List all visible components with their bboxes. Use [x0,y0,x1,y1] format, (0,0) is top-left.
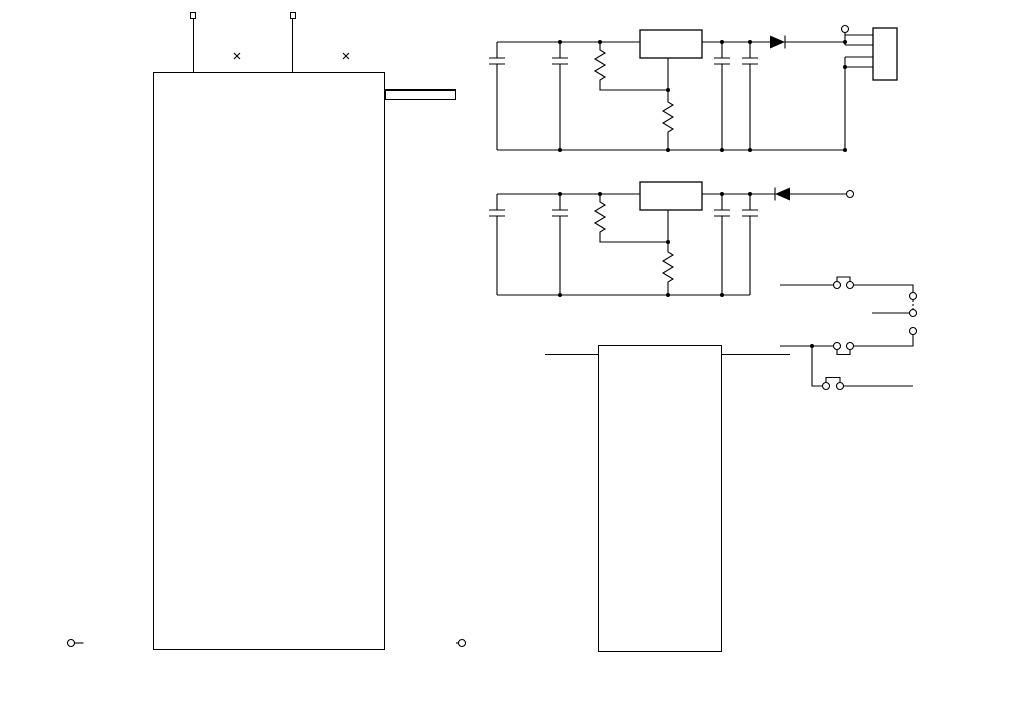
c1-capacitor [489,42,505,150]
r4-resistor [661,242,675,295]
u4-left-pin-rows [545,335,598,356]
u2-inner-label [350,93,381,104]
c8-capacitor [742,194,758,295]
noconnect-x-marks [233,52,350,60]
c2-capacitor [552,42,568,150]
r1-resistor [593,42,668,91]
c4-capacitor [742,42,758,150]
u2-inner-pair [158,82,189,103]
j2-pad-2 [845,341,855,351]
cn1-connector-body [872,27,898,81]
u2-pin-row-b [385,90,456,101]
j1-pad-3 [908,326,918,336]
junction-dots [558,40,847,348]
u2-top-pin-group-2 [288,12,298,102]
cn1-pin12-wires [844,32,873,46]
u2-top-pin-group-1 [188,12,198,102]
c3-capacitor [714,42,730,150]
u2-tap-left-circle [66,638,76,648]
j3-pad-2 [845,280,855,290]
u2-inner-pair [350,82,381,103]
u2-inner-label [350,82,381,93]
u4-inner-label [652,340,718,360]
c6-capacitor [552,194,568,295]
j4-pad-1 [821,381,831,391]
u2-top-pin-pad [289,12,296,19]
j4-wires [811,346,913,387]
u3-body [639,181,703,211]
u2-chip-body [153,72,385,650]
u2-tap-right-circle [457,638,467,648]
vdd-port-circle-1 [840,24,850,34]
j2-pad-1 [832,341,842,351]
u1-body [639,29,703,59]
vdd-port-circle-2 [845,189,855,199]
u2-top-pin [188,12,198,102]
u4-pin-row [722,335,790,356]
u2-pin-pair [385,79,456,101]
j3-wires [780,284,914,293]
u2-inner-label [158,82,189,93]
j3-pad-1 [832,280,842,290]
u4-inner-label [602,340,647,360]
u2-top-pin-wire [192,19,194,72]
u4-right-inner-labels [652,340,718,360]
r2-resistor [661,90,675,150]
j3-bracket [836,276,851,282]
u2-top-pin-wire [292,19,294,72]
u2-inner-label [158,93,189,104]
j1-pad-1 [908,291,918,301]
c7-capacitor [714,194,730,295]
j1-pad-2 [908,308,918,318]
c5-capacitor [489,194,505,295]
u2-top-pin [288,12,298,102]
u2-left-inner-labels [158,82,189,103]
j4-pad-2 [835,381,845,391]
u2-right-inner-labels [350,82,381,103]
u4-chip-body [598,345,722,652]
j2-bracket [836,349,851,356]
u4-right-pin-rows [722,335,790,356]
j2-wires [780,334,914,347]
u2-right-pin-column [385,79,456,101]
cn1-pin34-wires [844,56,873,150]
u4-left-inner-labels [602,340,647,360]
u2-top-pin-pad [190,12,196,19]
d2-diode-triangle [775,187,790,201]
u2-pin-row-a [385,79,456,91]
j4-bracket [825,376,841,383]
d1-diode-triangle [770,35,785,49]
u4-pin-row [545,335,598,356]
r3-resistor [593,194,668,243]
